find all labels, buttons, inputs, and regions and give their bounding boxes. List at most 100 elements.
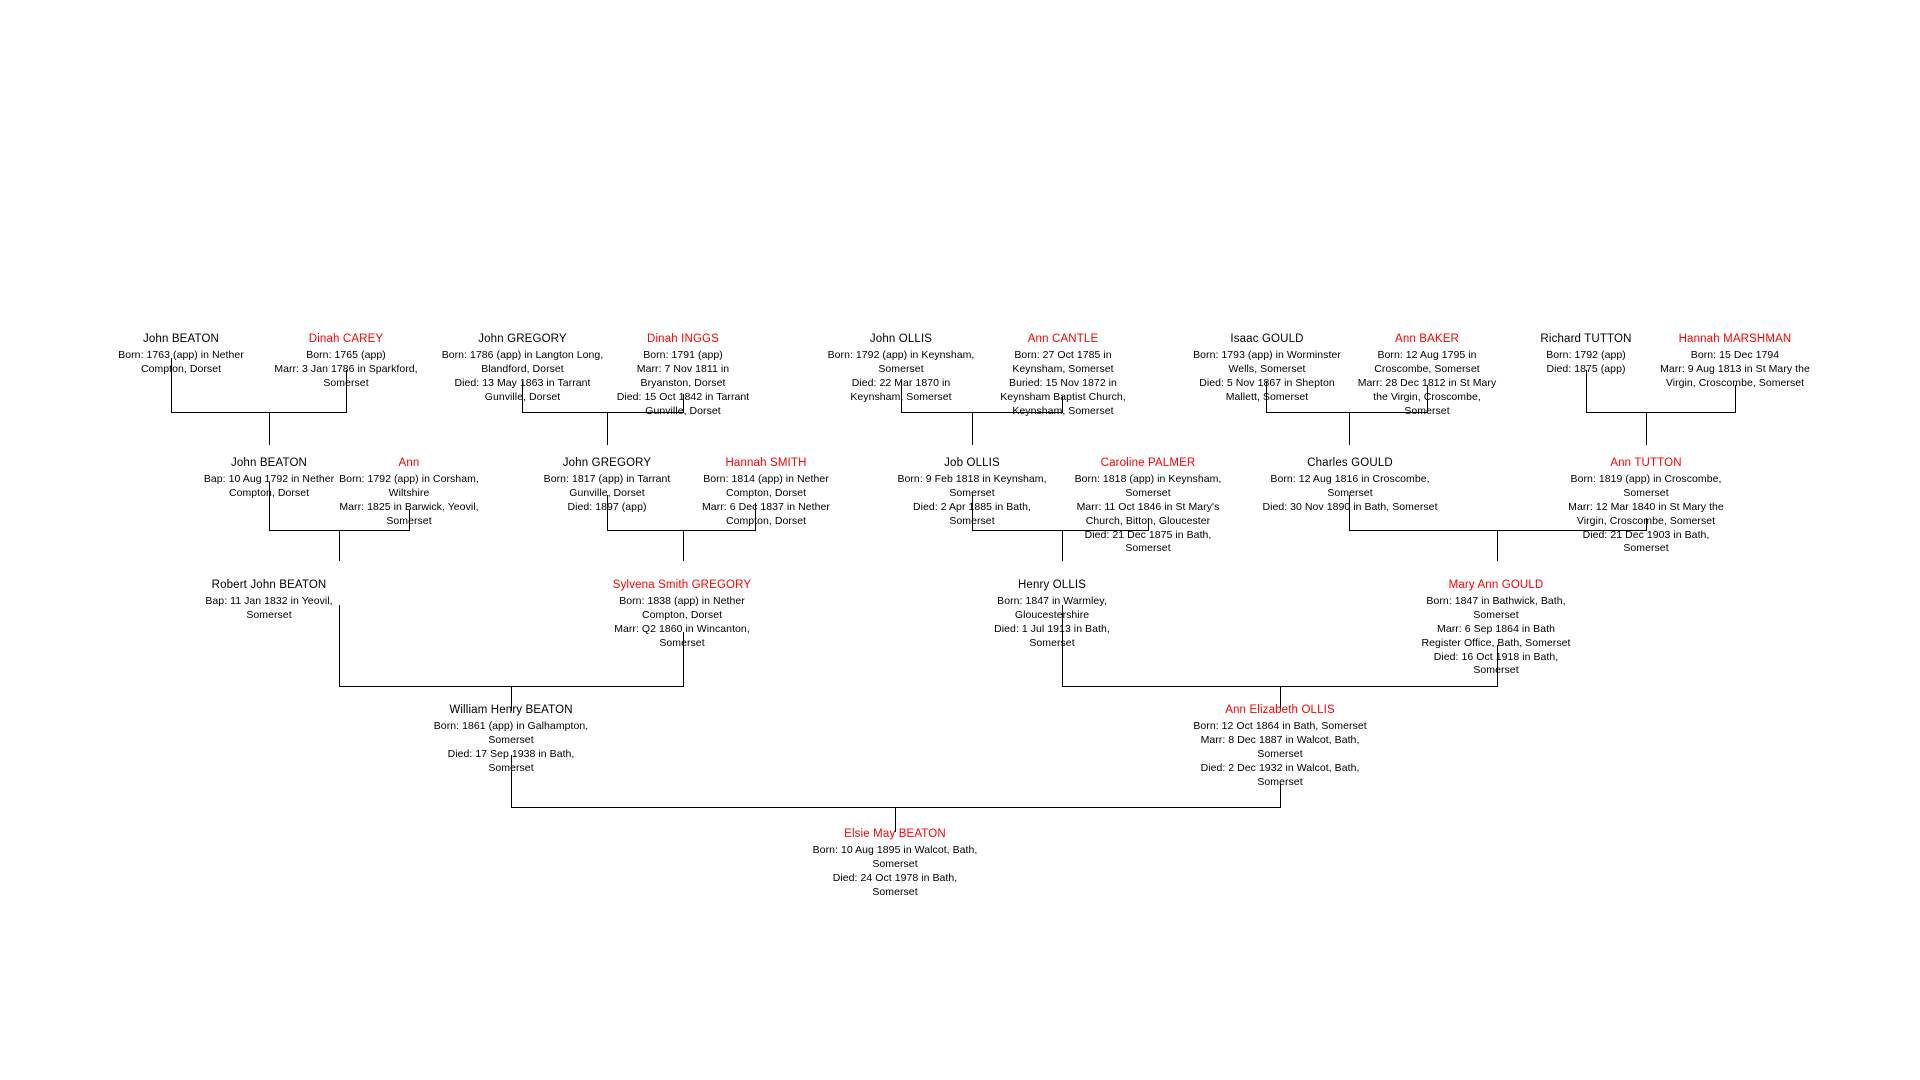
person-card[interactable]: John GREGORY Born: 1817 (app) in Tarrant… [524,456,690,515]
connector-line [607,530,756,531]
person-name: Hannah MARSHMAN [1678,333,1792,345]
person-card[interactable]: Robert John BEATON Bap: 11 Jan 1832 in Y… [196,578,342,623]
connector-line [1646,518,1647,530]
person-card[interactable]: Mary Ann GOULD Born: 1847 in Bathwick, B… [1418,578,1574,678]
person-facts: Born: 15 Dec 1794 Marr: 9 Aug 1813 in St… [1656,349,1814,391]
person-name: Caroline PALMER [1100,457,1196,469]
person-fact: Marr: 8 Dec 1887 in Walcot, Bath, Somers… [1200,734,1360,760]
person-facts: Born: 1817 (app) in Tarrant Gunville, Do… [524,473,690,515]
person-card[interactable]: John GREGORY Born: 1786 (app) in Langton… [440,332,605,405]
person-facts: Born: 12 Aug 1816 in Croscombe, Somerset… [1259,473,1441,515]
connector-line [1280,686,1281,711]
person-fact: Born: 1838 (app) in Nether Compton, Dors… [619,595,745,622]
person-facts: Born: 1861 (app) in Galhampton, Somerset… [430,720,592,775]
person-fact: Born: 12 Aug 1795 in Croscombe, Somerset [1374,349,1480,376]
person-card[interactable]: William Henry BEATON Born: 1861 (app) in… [430,703,592,776]
person-fact: Marr: 9 Aug 1813 in St Mary the Virgin, … [1660,363,1810,389]
person-fact: Died: 24 Oct 1978 in Bath, Somerset [832,871,958,898]
person-fact: Marr: Q2 1860 in Wincanton, Somerset [614,622,750,649]
connector-line [972,412,973,445]
person-card[interactable]: Henry OLLIS Born: 1847 in Warmley, Glouc… [975,578,1129,651]
connector-line [1266,412,1428,413]
person-fact: Bap: 10 Aug 1792 in Nether Compton, Dors… [203,473,335,500]
person-fact: Born: 1818 (app) in Keynsham, Somerset [1074,473,1222,500]
person-card[interactable]: Charles GOULD Born: 12 Aug 1816 in Crosc… [1259,456,1441,515]
person-card[interactable]: Ann CANTLE Born: 27 Oct 1785 in Keynsham… [988,332,1138,418]
person-card[interactable]: Caroline PALMER Born: 1818 (app) in Keyn… [1066,456,1230,556]
person-card[interactable]: Hannah SMITH Born: 1814 (app) in Nether … [684,456,848,529]
person-fact: Died: 1875 (app) [1546,363,1626,376]
person-fact: Born: 1763 (app) in Nether Compton, Dors… [118,349,244,376]
person-card[interactable]: Ann BAKER Born: 12 Aug 1795 in Croscombe… [1352,332,1502,418]
person-card[interactable]: Ann TUTTON Born: 1819 (app) in Croscombe… [1563,456,1729,556]
person-name: Ann Elizabeth OLLIS [1225,704,1335,716]
connector-line [511,755,512,807]
person-card[interactable]: John BEATON Bap: 10 Aug 1792 in Nether C… [186,456,352,501]
person-card[interactable]: Ann Elizabeth OLLIS Born: 12 Oct 1864 in… [1193,703,1367,789]
person-name: Ann [398,457,420,469]
connector-line [1062,605,1063,686]
connector-line [1586,412,1736,413]
person-name: Isaac GOULD [1230,333,1304,345]
person-card[interactable]: Ann Born: 1792 (app) in Corsham, Wiltshi… [338,456,480,529]
person-fact: Died: 21 Dec 1903 in Bath, Somerset [1582,528,1710,555]
connector-line [607,495,608,530]
connector-line [1497,530,1498,561]
connector-line [522,381,523,412]
person-fact: Marr: 6 Sep 1864 in Bath Register Office… [1421,622,1571,649]
person-card[interactable]: Dinah CAREY Born: 1765 (app) Marr: 3 Jan… [271,332,421,391]
connector-line [901,412,1063,413]
connector-line [409,510,410,530]
person-card[interactable]: Sylvena Smith GREGORY Born: 1838 (app) i… [602,578,762,651]
person-name: Charles GOULD [1307,457,1393,469]
connector-line [269,482,270,530]
connector-line [683,632,684,686]
person-fact: Born: 1814 (app) in Nether Compton, Dors… [703,473,829,500]
person-name: William Henry BEATON [449,704,573,716]
connector-line [1735,385,1736,412]
person-fact: Born: 1817 (app) in Tarrant Gunville, Do… [543,473,671,500]
person-fact: Died: 30 Nov 1890 in Bath, Somerset [1262,500,1438,513]
person-card[interactable]: Dinah INGGS Born: 1791 (app) Marr: 7 Nov… [610,332,756,418]
person-card[interactable]: Richard TUTTON Born: 1792 (app) Died: 18… [1519,332,1653,377]
connector-line [607,412,608,445]
person-fact: Born: 1792 (app) [1546,349,1626,362]
connector-line [1062,396,1063,412]
connector-line [1646,412,1647,445]
connector-line [755,503,756,530]
person-card[interactable]: Isaac GOULD Born: 1793 (app) in Worminst… [1188,332,1346,405]
person-name: Elsie May BEATON [844,828,946,840]
person-name: Job OLLIS [944,457,1000,469]
person-fact: Marr: 12 Mar 1840 in St Mary the Virgin,… [1568,500,1724,527]
person-fact: Marr: 11 Oct 1846 in St Mary's Church, B… [1076,500,1220,527]
person-name: John BEATON [230,457,307,469]
person-card[interactable]: Elsie May BEATON Born: 10 Aug 1895 in Wa… [812,827,978,900]
person-fact: Marr: 7 Nov 1811 in Bryanston, Dorset [636,363,730,389]
person-name: John BEATON [142,333,219,345]
person-facts: Bap: 11 Jan 1832 in Yeovil, Somerset [196,595,342,623]
connector-line [895,807,896,832]
person-fact: Marr: 28 Dec 1812 in St Mary the Virgin,… [1357,376,1497,417]
connector-line [683,530,684,561]
person-card[interactable]: Job OLLIS Born: 9 Feb 1818 in Keynsham, … [890,456,1054,529]
person-fact: Born: 1819 (app) in Croscombe, Somerset [1570,473,1722,500]
person-facts: Bap: 10 Aug 1792 in Nether Compton, Dors… [186,473,352,501]
person-card[interactable]: Hannah MARSHMAN Born: 15 Dec 1794 Marr: … [1656,332,1814,391]
person-card[interactable]: John OLLIS Born: 1792 (app) in Keynsham,… [826,332,976,405]
person-fact: Born: 15 Dec 1794 [1690,349,1780,362]
person-fact: Born: 12 Aug 1816 in Croscombe, Somerset [1270,473,1430,500]
person-card[interactable]: John BEATON Born: 1763 (app) in Nether C… [96,332,266,377]
person-facts: Born: 1819 (app) in Croscombe, Somerset … [1563,473,1729,556]
person-fact: Born: 10 Aug 1895 in Walcot, Bath, Somer… [812,844,978,871]
person-facts: Born: 1791 (app) Marr: 7 Nov 1811 in Bry… [610,349,756,418]
connector-line [1349,495,1350,530]
person-name: Dinah CAREY [308,333,384,345]
person-name: Hannah SMITH [725,457,807,469]
person-facts: Born: 12 Oct 1864 in Bath, Somerset Marr… [1193,720,1367,789]
person-facts: Born: 1763 (app) in Nether Compton, Dors… [96,349,266,377]
person-fact: Born: 1792 (app) in Corsham, Wiltshire [339,473,479,500]
person-fact: Bap: 11 Jan 1832 in Yeovil, Somerset [205,595,333,622]
person-name: Mary Ann GOULD [1448,579,1544,591]
person-facts: Born: 10 Aug 1895 in Walcot, Bath, Somer… [812,844,978,899]
